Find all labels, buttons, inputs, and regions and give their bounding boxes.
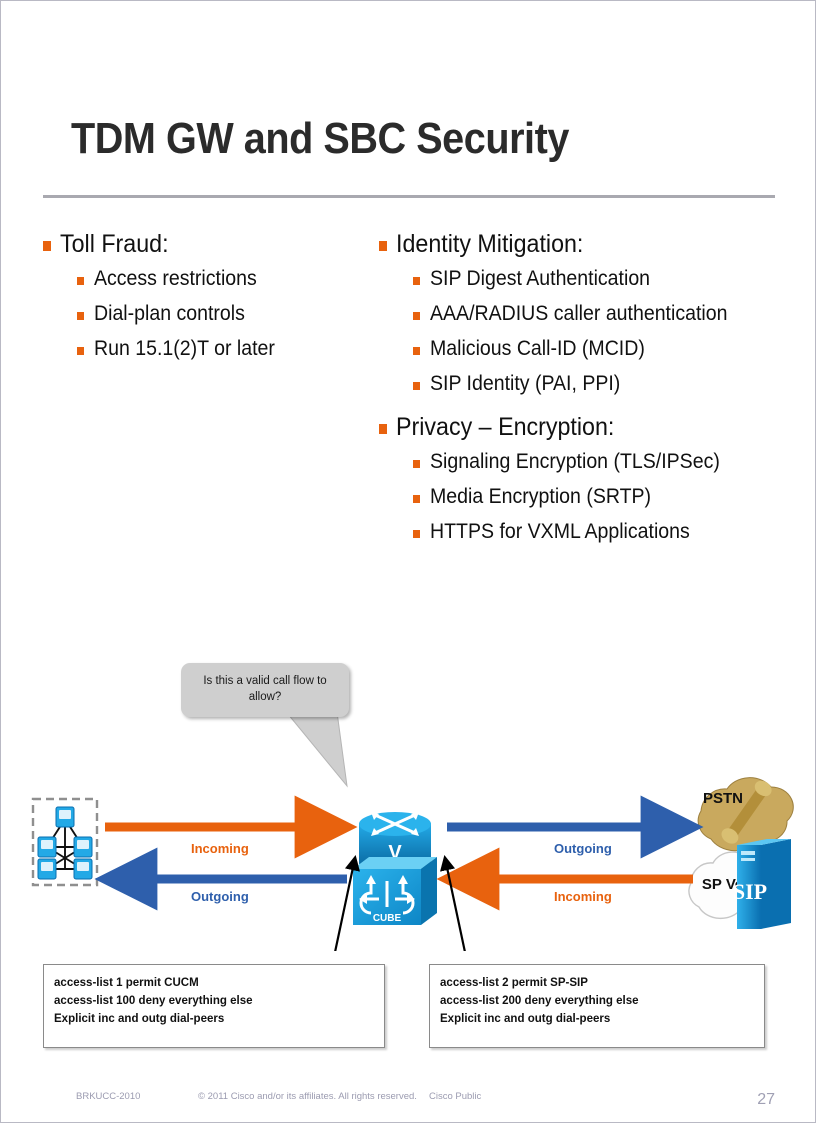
bullet-level2-label: HTTPS for VXML Applications bbox=[430, 520, 690, 544]
callout-bubble: Is this a valid call flow to allow? bbox=[181, 663, 349, 717]
bullet-level1: Privacy – Encryption: bbox=[379, 412, 779, 443]
bullet-level2-label: Dial-plan controls bbox=[94, 301, 245, 325]
bullet-sublist: SIP Digest Authentication AAA/RADIUS cal… bbox=[413, 266, 779, 397]
config-line: access-list 1 permit CUCM bbox=[54, 975, 199, 989]
bullet-level2: SIP Digest Authentication bbox=[413, 266, 779, 291]
cube-icon: CUBE bbox=[353, 857, 437, 925]
bullet-level2-label: Signaling Encryption (TLS/IPSec) bbox=[430, 449, 720, 473]
bullet-level2: HTTPS for VXML Applications bbox=[413, 519, 779, 544]
pstn-label: PSTN bbox=[703, 790, 743, 807]
bullet-group: Identity Mitigation: SIP Digest Authenti… bbox=[379, 229, 779, 396]
config-line: access-list 100 deny everything else bbox=[54, 993, 253, 1007]
config-box-left: access-list 1 permit CUCM access-list 10… bbox=[43, 964, 385, 1048]
bullet-level2: Media Encryption (SRTP) bbox=[413, 484, 779, 509]
config-box-right: access-list 2 permit SP-SIP access-list … bbox=[429, 964, 765, 1048]
bullet-level2-label: Access restrictions bbox=[94, 266, 257, 290]
bullet-level2-label: Media Encryption (SRTP) bbox=[430, 484, 652, 508]
footer-classification: Cisco Public bbox=[429, 1091, 482, 1102]
bullet-marker-icon bbox=[77, 346, 84, 355]
bullet-level2-label: Run 15.1(2)T or later bbox=[94, 336, 275, 360]
sip-server-icon: SIP bbox=[733, 839, 791, 929]
bullet-level1-label: Toll Fraud: bbox=[60, 230, 169, 258]
title-divider bbox=[43, 195, 775, 198]
footer-copyright: © 2011 Cisco and/or its affiliates. All … bbox=[198, 1091, 417, 1102]
pstn-cloud-icon: PSTN bbox=[697, 777, 794, 852]
cucm-cluster-icon bbox=[31, 797, 99, 887]
bullet-marker-icon bbox=[43, 241, 51, 251]
footer-session-id: BRKUCC-2010 bbox=[76, 1091, 141, 1102]
bullet-level2: Malicious Call-ID (MCID) bbox=[413, 336, 779, 361]
config-line: access-list 2 permit SP-SIP bbox=[440, 975, 588, 989]
bullet-level1: Identity Mitigation: bbox=[379, 229, 779, 260]
bullet-level2-label: AAA/RADIUS caller authentication bbox=[430, 301, 728, 325]
config-line: Explicit inc and outg dial-peers bbox=[54, 1011, 225, 1025]
bullet-marker-icon bbox=[413, 459, 420, 468]
flow-label-incoming-left: Incoming bbox=[191, 841, 249, 856]
pointer-line-right bbox=[440, 854, 471, 972]
bullet-group: Privacy – Encryption: Signaling Encrypti… bbox=[379, 412, 779, 544]
bullet-level2-label: SIP Identity (PAI, PPI) bbox=[430, 372, 621, 396]
bullet-column-left: Toll Fraud: Access restrictions Dial-pla… bbox=[43, 229, 373, 377]
bullet-marker-icon bbox=[413, 494, 420, 503]
bullet-marker-icon bbox=[379, 241, 387, 251]
bullet-level2: Signaling Encryption (TLS/IPSec) bbox=[413, 449, 779, 474]
bullet-sublist: Access restrictions Dial-plan controls R… bbox=[77, 266, 373, 362]
bullet-marker-icon bbox=[413, 530, 420, 539]
bullet-marker-icon bbox=[413, 311, 420, 320]
bullet-level2: Run 15.1(2)T or later bbox=[77, 336, 373, 361]
pointer-line-left bbox=[329, 854, 360, 972]
bullet-sublist: Signaling Encryption (TLS/IPSec) Media E… bbox=[413, 449, 779, 545]
cube-label: CUBE bbox=[373, 913, 402, 924]
bullet-column-right: Identity Mitigation: SIP Digest Authenti… bbox=[379, 229, 779, 560]
footer-page-number: 27 bbox=[757, 1091, 775, 1108]
bullet-marker-icon bbox=[413, 346, 420, 355]
bullet-level2: SIP Identity (PAI, PPI) bbox=[413, 371, 779, 396]
bullet-group: Toll Fraud: Access restrictions Dial-pla… bbox=[43, 229, 373, 361]
bullet-marker-icon bbox=[413, 276, 420, 285]
bullet-level2: Access restrictions bbox=[77, 266, 373, 291]
bullet-level2: AAA/RADIUS caller authentication bbox=[413, 301, 779, 326]
bullet-marker-icon bbox=[77, 276, 84, 285]
bullet-marker-icon bbox=[413, 382, 420, 391]
flow-label-incoming-right: Incoming bbox=[554, 889, 612, 904]
bullet-level2-label: Malicious Call-ID (MCID) bbox=[430, 336, 645, 360]
config-line: Explicit inc and outg dial-peers bbox=[440, 1011, 611, 1025]
bullet-level1-label: Identity Mitigation: bbox=[396, 230, 584, 258]
page-title: TDM GW and SBC Security bbox=[71, 114, 569, 163]
config-line: access-list 200 deny everything else bbox=[440, 993, 639, 1007]
bullet-marker-icon bbox=[379, 424, 387, 435]
sip-server-label: SIP bbox=[733, 879, 767, 904]
callout-text: Is this a valid call flow to allow? bbox=[203, 675, 327, 703]
bullet-level2: Dial-plan controls bbox=[77, 301, 373, 326]
bullet-level2-label: SIP Digest Authentication bbox=[430, 266, 651, 290]
bullet-marker-icon bbox=[77, 311, 84, 320]
network-diagram: V CUBE bbox=[1, 741, 816, 972]
slide-footer: BRKUCC-2010 © 2011 Cisco and/or its affi… bbox=[1, 1091, 816, 1115]
flow-label-outgoing-right: Outgoing bbox=[554, 841, 612, 856]
bullet-level1: Toll Fraud: bbox=[43, 229, 373, 260]
flow-label-outgoing-left: Outgoing bbox=[191, 889, 249, 904]
bullet-level1-label: Privacy – Encryption: bbox=[396, 413, 615, 442]
